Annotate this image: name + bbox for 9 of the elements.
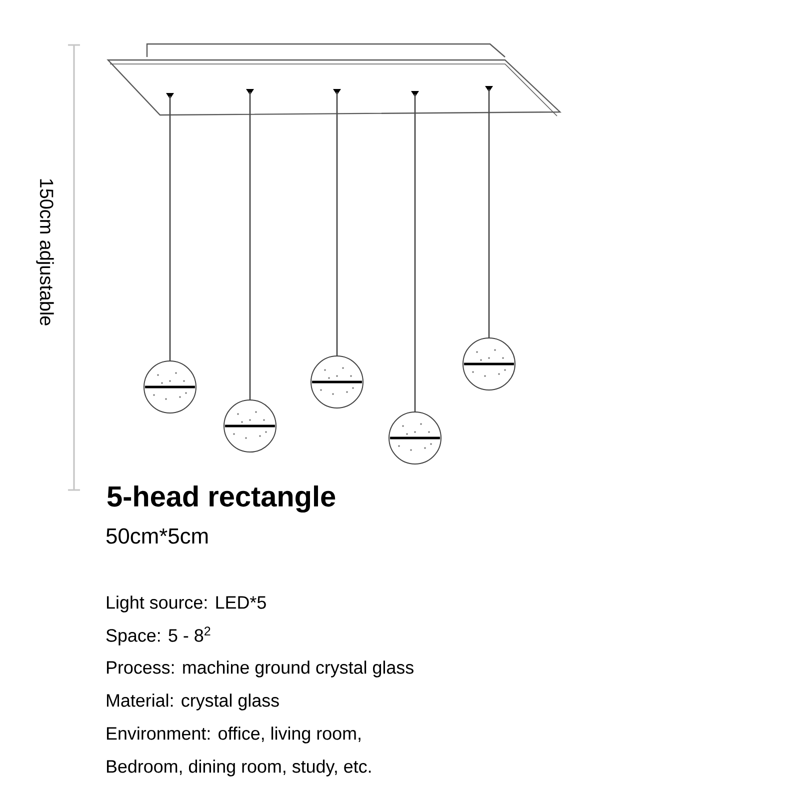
- title: 5-head rectangle: [107, 485, 336, 513]
- spec-line: Process: machine ground crystal glass: [107, 660, 414, 678]
- size-label: 50cm*5cm: [106, 528, 208, 544]
- spec-line: Light source: LED*5: [107, 596, 266, 612]
- dimension-label: 150cm adjustable: [36, 179, 54, 326]
- spec-line: Material: crystal glass: [107, 694, 279, 710]
- spec-line: Space: 5 - 8$^{2}$: [106, 626, 210, 646]
- spec-line: Environment: office, living room,: [107, 726, 360, 744]
- spec-line: Bedroom, dining room, study, etc.: [107, 760, 371, 776]
